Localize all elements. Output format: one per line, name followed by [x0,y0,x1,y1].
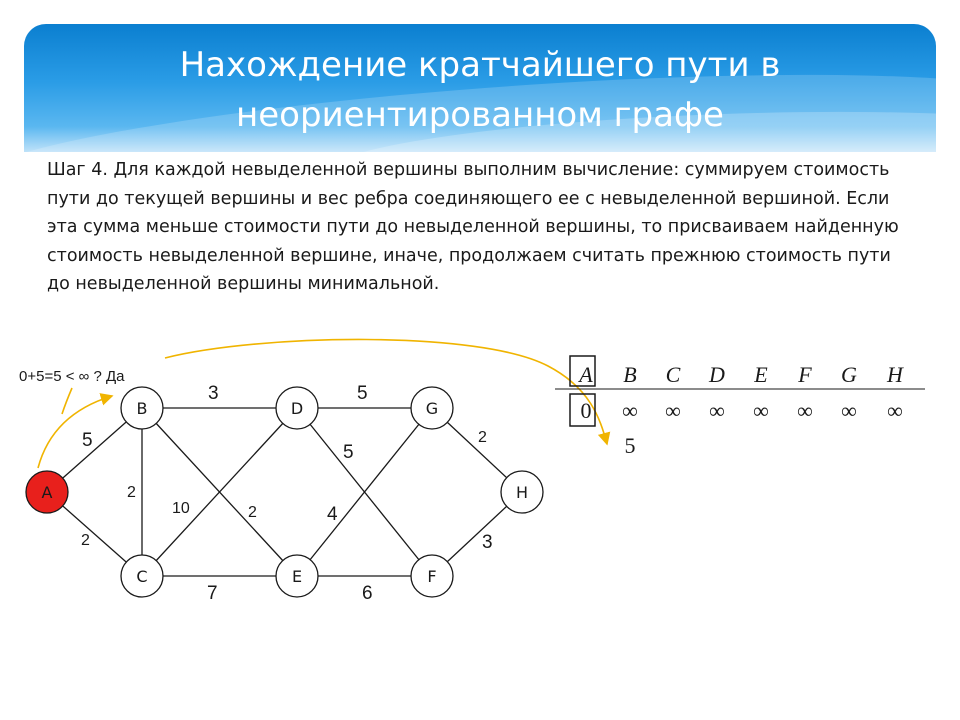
table-value-a: 0 [581,398,592,423]
node-c: C [120,554,164,598]
arrow-calc-tick [61,387,73,415]
node-label-f: F [427,567,436,586]
node-label-d: D [291,399,303,418]
node-e: E [275,554,319,598]
weight-d-g: 5 [357,383,368,404]
table-value-e: ∞ [753,398,769,423]
table-header-f: F [797,362,812,387]
node-h: H [500,470,544,514]
node-b: B [120,386,164,430]
node-d: D [275,386,319,430]
weight-e-g: 4 [327,504,338,525]
table-value-g: ∞ [841,398,857,423]
table-header-c: C [666,362,681,387]
table-value-h: ∞ [887,398,903,423]
weight-b-e: 2 [248,504,257,521]
node-label-h: H [516,483,528,502]
weight-a-b: 5 [82,430,93,451]
node-g: G [410,386,454,430]
arrow-calc-to-table [164,338,611,446]
table-update-b: 5 [625,433,636,458]
table-header-b: B [623,362,636,387]
table-header-d: D [708,362,725,387]
node-label-e: E [292,567,302,586]
weight-b-d: 3 [208,383,219,404]
weight-f-h: 3 [482,532,493,553]
step-description: Шаг 4. Для каждой невыделенной вершины в… [47,160,899,295]
graph-edges [46,407,523,577]
title-banner [24,24,936,152]
table-header-box-a [569,355,596,387]
node-a: A [25,470,69,514]
table-value-c: ∞ [665,398,681,423]
arrow-a-to-b [37,393,114,469]
node-label-a: A [42,483,53,502]
weight-g-h: 2 [478,429,487,446]
table-value-d: ∞ [709,398,725,423]
table-value-box-a [569,393,596,427]
weight-d-f: 5 [343,442,354,463]
distance-table: A B C D E F G H 0 ∞ ∞ ∞ ∞ ∞ ∞ ∞ 5 [555,355,925,458]
edge-c-d [141,407,298,577]
weight-c-d: 10 [172,500,190,517]
table-header-g: G [841,362,857,387]
table-header-h: H [886,362,904,387]
edge-e-g [296,407,433,577]
node-f: F [410,554,454,598]
node-label-b: B [137,399,148,418]
table-value-b: ∞ [622,398,638,423]
weight-b-c: 2 [127,484,136,501]
node-label-g: G [426,399,438,418]
slide-title: Нахождение кратчайшего пути в неориентир… [179,45,781,135]
weight-a-c: 2 [81,532,90,549]
table-header-e: E [753,362,768,387]
table-header-a: A [577,362,593,387]
weight-e-f: 6 [362,583,373,604]
calculation-text: 0+5=5 < ∞ ? Да [19,368,125,385]
table-value-f: ∞ [797,398,813,423]
node-label-c: C [136,567,147,586]
weight-c-e: 7 [207,583,218,604]
